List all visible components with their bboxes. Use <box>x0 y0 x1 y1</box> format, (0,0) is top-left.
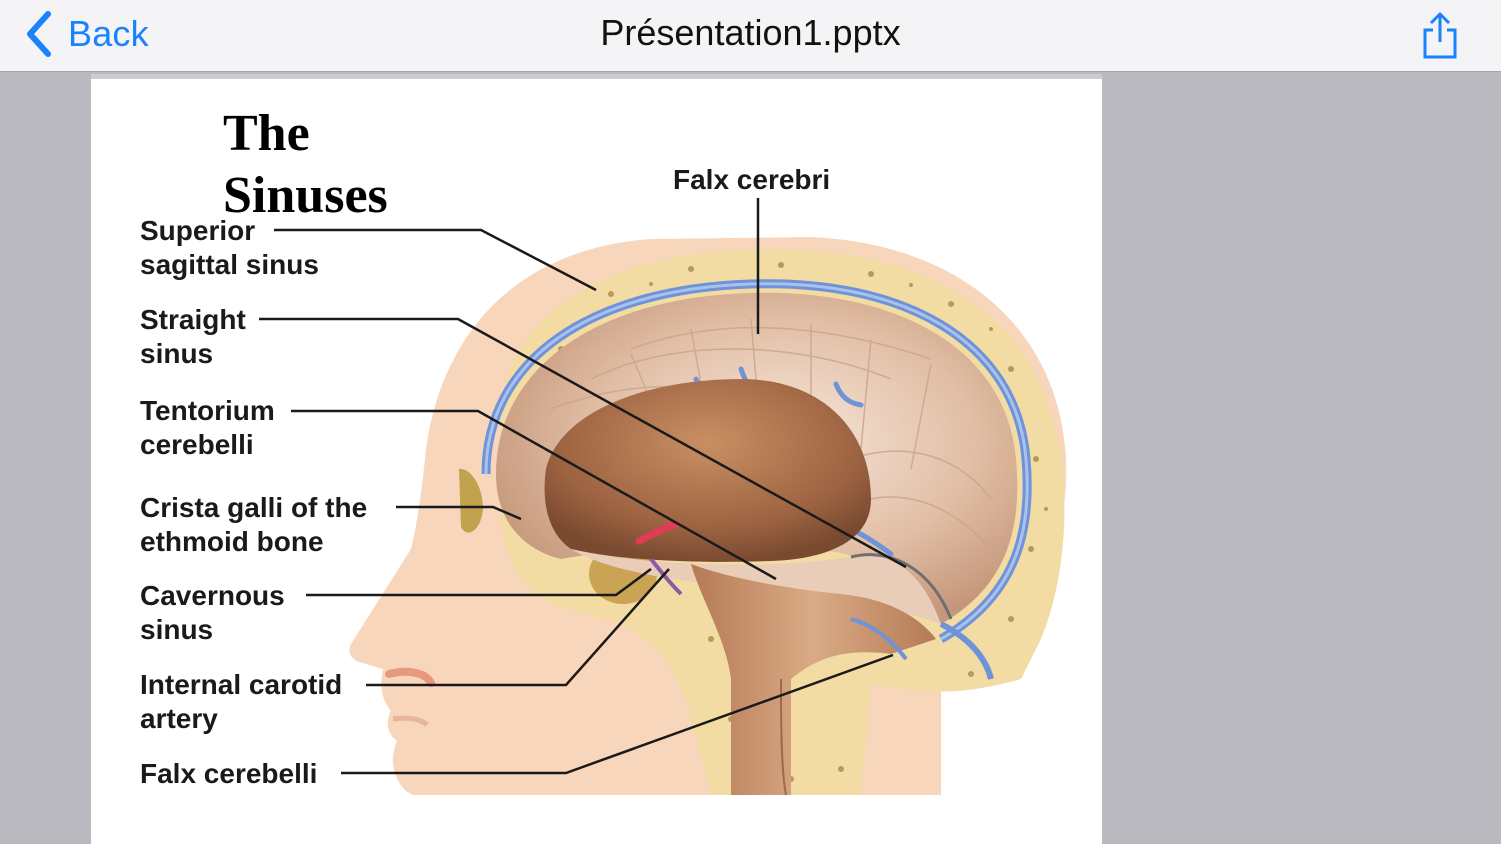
slide-canvas: The Sinuses Falx cerebri Superior sagitt… <box>91 79 1102 844</box>
label-crista-galli: Crista galli of the ethmoid bone <box>140 492 368 557</box>
document-title: Présentation1.pptx <box>600 12 901 53</box>
label-falx-cerebelli: Falx cerebelli <box>140 758 318 789</box>
share-icon[interactable] <box>1420 10 1460 60</box>
label-cavernous-sinus: Cavernous sinus <box>140 580 285 645</box>
label-falx-cerebri: Falx cerebri <box>673 164 831 195</box>
chevron-left-icon <box>27 11 51 57</box>
slide-top-edge <box>91 74 1102 79</box>
label-tentorium-cerebelli: Tentorium cerebelli <box>140 395 275 460</box>
slide-title: The Sinuses <box>223 103 483 227</box>
back-label: Back <box>68 13 149 54</box>
slide-title-line-1: The <box>223 105 310 162</box>
navigation-bar: Back Présentation1.pptx <box>0 0 1501 72</box>
head-sagittal-illustration <box>259 198 1067 796</box>
label-superior-sagittal-sinus: Superior sagittal sinus <box>140 215 319 280</box>
back-button[interactable]: Back <box>22 8 149 60</box>
slide-title-line-2: Sinuses <box>223 167 388 224</box>
label-internal-carotid-artery: Internal carotid artery <box>140 669 343 734</box>
label-straight-sinus: Straight sinus <box>140 304 246 369</box>
